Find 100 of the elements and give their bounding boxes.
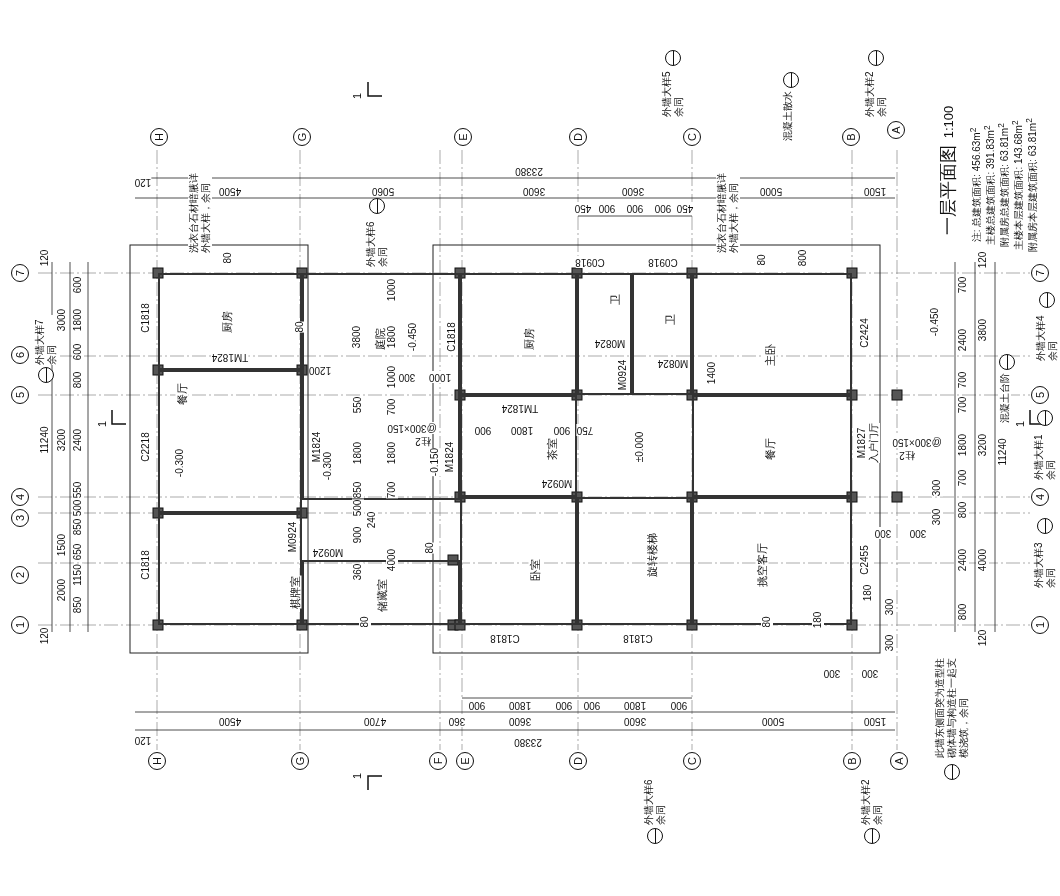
dimension-value: 450: [574, 202, 592, 214]
callout-text: 外墙大样7余同: [34, 315, 58, 365]
dimension-value: 300: [874, 527, 892, 539]
room-name: 旋转楼梯: [645, 533, 659, 577]
dimension-value: 300: [931, 508, 943, 526]
dimension-value: 360: [448, 715, 466, 727]
dimension-value: 850: [72, 518, 84, 536]
room-name: 卫: [663, 313, 677, 325]
axis-label: 5: [1033, 391, 1047, 399]
room-name: 厨房: [522, 328, 536, 350]
axis-bubble: [890, 752, 908, 770]
dimension-value: 700: [957, 371, 969, 389]
room-name: 储藏室: [375, 578, 389, 612]
axis-bubble: [683, 128, 701, 146]
opening-code: M1824: [444, 441, 456, 473]
dimension-value: 300: [931, 479, 943, 497]
dimension-value: 1800: [510, 424, 534, 436]
section-index-circle: [1037, 410, 1053, 426]
dimension-value: 2400: [957, 548, 969, 572]
dimension-value: 4500: [218, 185, 242, 197]
dimension-value: 450: [676, 202, 694, 214]
dimension-value: 3800: [351, 325, 363, 349]
room-name: 卧室: [528, 559, 542, 581]
dimension-value: 750: [576, 424, 594, 436]
floor-level: -0.450: [929, 307, 941, 337]
dimension-value: 120: [977, 251, 989, 269]
opening-code: C0918: [575, 256, 605, 268]
dimension-value: 3200: [977, 433, 989, 457]
section-index-circle: [1037, 518, 1053, 534]
dimension-value: 900: [670, 699, 688, 711]
dimension-value: 11240: [39, 426, 51, 454]
dimension-value: 1500: [863, 185, 887, 197]
opening-code: M1824: [311, 431, 323, 463]
room-name: 挑空客厅: [755, 543, 769, 587]
dimension-value: 1800: [386, 441, 398, 465]
axis-bubble: [1031, 616, 1049, 634]
dimension-value: 3200: [56, 428, 68, 452]
axis-label: G: [293, 756, 307, 766]
dimension-value: 700: [957, 469, 969, 487]
dimension-value: 600: [72, 276, 84, 294]
axis-label: C: [685, 133, 699, 141]
note-text: 柱2: [415, 435, 431, 447]
axis-bubble: [569, 752, 587, 770]
dimension-value: 900: [555, 699, 573, 711]
dimension-value: 120: [134, 734, 152, 746]
section-index-circle: [38, 367, 54, 383]
dimension-value: 2400: [957, 328, 969, 352]
dimension-value: 500: [72, 499, 84, 517]
dimension-value: 900: [553, 424, 571, 436]
axis-label: A: [892, 757, 906, 765]
axis-label: 1: [1033, 621, 1047, 629]
dimension-value: 5060: [371, 185, 395, 197]
dimension-value: 1800: [72, 308, 84, 332]
dimension-value: 4000: [977, 548, 989, 572]
dimension-value: 700: [957, 396, 969, 414]
dimension-value: 300: [398, 371, 416, 383]
dimension-value: 500: [352, 499, 364, 517]
floor-level: -0.450: [407, 322, 419, 352]
axis-label: 5: [13, 391, 27, 399]
dimension-value: 800: [72, 371, 84, 389]
room-name: 厨房: [220, 311, 234, 333]
dimension-value: 4500: [218, 715, 242, 727]
callout-text: 混凝土台阶: [999, 373, 1011, 423]
axis-bubble: [683, 752, 701, 770]
section-index-circle: [1039, 292, 1055, 308]
dimension-value: 550: [352, 396, 364, 414]
axis-bubble: [11, 346, 29, 364]
opening-code: M0924: [312, 546, 344, 558]
axis-bubble: [11, 566, 29, 584]
axis-bubble: [842, 128, 860, 146]
dimension-value: 850: [72, 596, 84, 614]
dimension-value: 1150: [72, 564, 84, 586]
dimension-value: 1000: [428, 371, 452, 383]
dimension-value: 2000: [56, 578, 68, 602]
section-mark-number: 1: [95, 420, 109, 428]
axis-label: 7: [13, 269, 27, 277]
axis-label: H: [150, 757, 164, 765]
opening-code: C0918: [648, 256, 678, 268]
dimension-value: 3800: [977, 318, 989, 342]
dimension-value: 1500: [863, 715, 887, 727]
room-name: 餐厅: [175, 383, 189, 405]
dimension-value: 900: [352, 526, 364, 544]
dimension-value: 3600: [508, 715, 532, 727]
axis-label: F: [431, 757, 445, 765]
dimension-value: 2400: [72, 428, 84, 452]
room-name: 庭院: [373, 328, 387, 350]
room-name: 餐厅: [763, 438, 777, 460]
section-index-circle: [783, 72, 799, 88]
axis-bubble: [11, 264, 29, 282]
dimension-value: 900: [626, 202, 644, 214]
note-text: 柱2: [899, 449, 915, 461]
axis-label: H: [152, 133, 166, 141]
dimension-value: 240: [366, 511, 378, 529]
dimension-value: 80: [424, 542, 436, 554]
dimension-value: 1000: [386, 278, 398, 302]
opening-code: M0824: [657, 357, 689, 369]
floor-level: -0.150: [429, 447, 441, 477]
opening-code: C1818: [490, 632, 520, 644]
dimension-value: 1800: [957, 433, 969, 457]
axis-bubble: [148, 752, 166, 770]
